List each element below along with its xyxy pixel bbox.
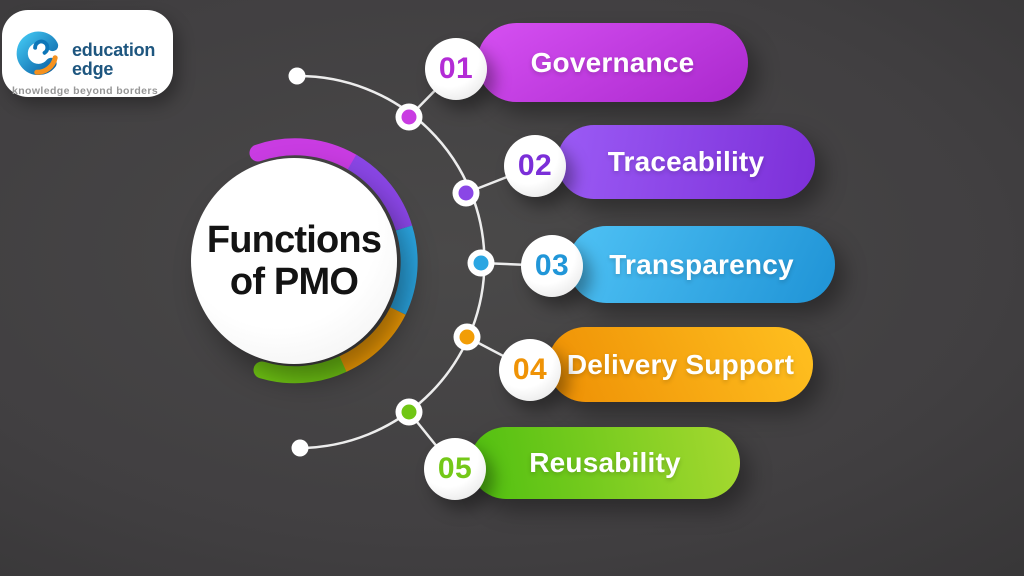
number-badge-01: 01 <box>425 38 487 100</box>
node-dot-governance <box>395 103 423 131</box>
node-dot-transparency <box>467 249 495 277</box>
ring-segment-delivery-support <box>339 306 406 372</box>
node-dot-reusability <box>395 398 423 426</box>
ring-segment-governance <box>249 138 361 171</box>
number-text: 04 <box>512 353 548 386</box>
arc-endpoint-dot-top <box>288 67 306 85</box>
pill-traceability: Traceability <box>557 125 815 199</box>
page-title-line2: of PMO <box>229 261 359 303</box>
node-dot-delivery-support <box>453 323 481 351</box>
pill-label: Transparency <box>609 248 794 280</box>
number-text: 02 <box>517 149 553 182</box>
pill-label: Traceability <box>607 146 765 177</box>
logo-name-line1: education <box>72 40 156 60</box>
pill-label: Governance <box>530 46 695 78</box>
number-badge-02: 02 <box>504 135 566 197</box>
number-badge-03: 03 <box>521 235 583 297</box>
number-text: 03 <box>534 249 570 282</box>
page-title-line1: Functions <box>206 219 382 261</box>
logo-name-line2: edge <box>72 59 114 79</box>
ring-segment-traceability <box>347 154 413 231</box>
ring-segment-transparency <box>390 225 418 315</box>
pill-reusability: Reusability <box>470 427 740 499</box>
number-badge-04: 04 <box>499 339 561 401</box>
number-text: 01 <box>438 52 474 85</box>
ring-segment-reusability <box>253 355 352 384</box>
node-dot-traceability <box>452 179 480 207</box>
center-title-circle: Functions of PMO <box>191 158 397 364</box>
pill-governance: Governance <box>477 23 748 102</box>
page-title: Functions of PMO <box>206 219 382 303</box>
education-edge-swirl-icon <box>16 31 59 75</box>
pill-transparency: Transparency <box>568 226 835 303</box>
logo-tagline: knowledge beyond borders <box>12 85 159 97</box>
education-edge-logo: education edge knowledge beyond borders <box>2 10 173 97</box>
pill-label: Reusability <box>529 447 681 478</box>
number-text: 05 <box>437 452 473 485</box>
logo-name: education edge <box>72 41 155 79</box>
pill-delivery-support: Delivery Support <box>548 327 813 402</box>
arc-endpoint-dot-bottom <box>291 439 309 457</box>
number-badge-05: 05 <box>424 438 486 500</box>
pill-label: Delivery Support <box>566 348 795 380</box>
